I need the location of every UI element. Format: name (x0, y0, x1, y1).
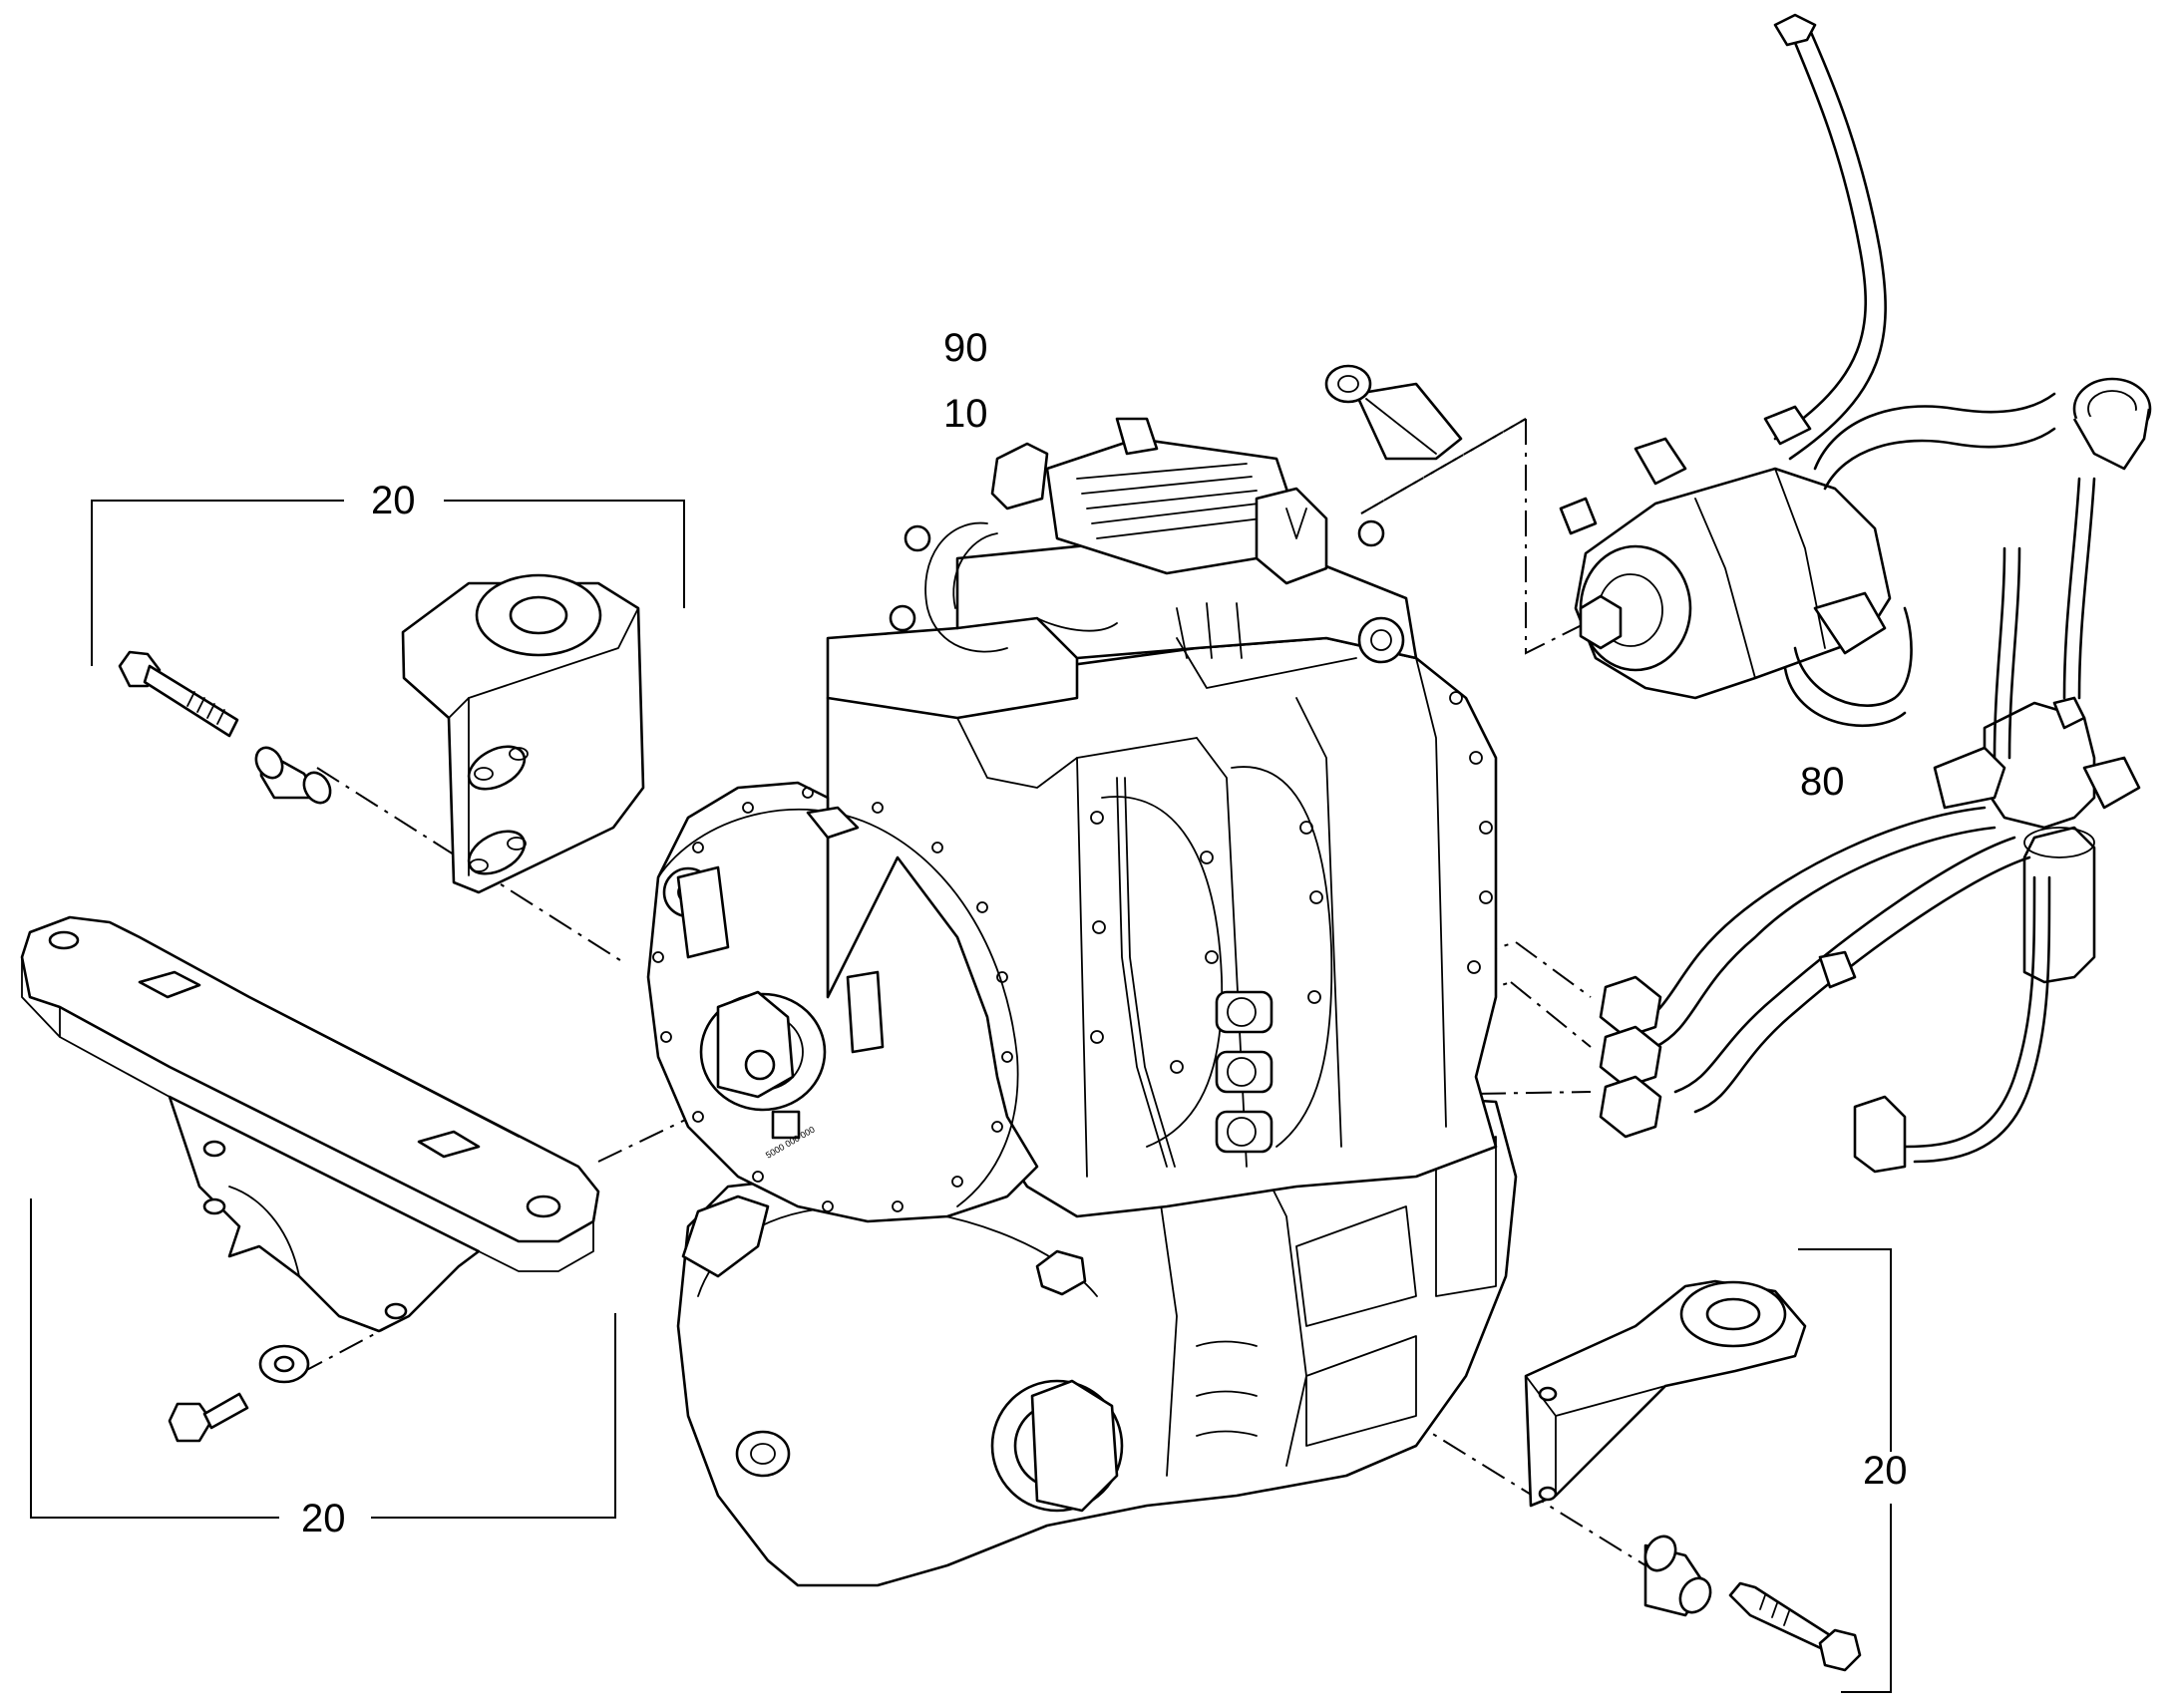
callout-10[interactable]: 10 (943, 392, 988, 436)
bracket-group-bottom-left (30, 1198, 616, 1519)
bolt-upper-left[interactable] (118, 650, 239, 738)
bracket-group-right (1798, 1248, 1892, 1693)
callout-20-top-left[interactable]: 20 (371, 479, 416, 522)
bolt-lower-left[interactable] (168, 1392, 249, 1443)
hydraulic-pump[interactable] (1559, 13, 2152, 728)
spacer-sleeve-lower-right[interactable] (1639, 1531, 1716, 1617)
housing-bolts (1090, 691, 1493, 1074)
converter-bolts (652, 787, 1013, 1212)
support-plate-lower-left[interactable] (20, 915, 600, 1333)
mounting-bracket-upper-left[interactable] (401, 573, 645, 894)
hydraulic-ports (1215, 990, 1273, 1154)
callout-20-right[interactable]: 20 (1863, 1449, 1908, 1493)
callout-20-bottom-left[interactable]: 20 (301, 1497, 346, 1540)
name-plate (771, 1110, 801, 1140)
washer-lower-left[interactable] (258, 1344, 310, 1384)
filter-assembly[interactable] (1933, 696, 2141, 984)
callout-80[interactable]: 80 (1800, 760, 1845, 804)
bolt-lower-right[interactable] (1728, 1581, 1862, 1672)
transmission-assembly[interactable]: 5000 000 000 (646, 417, 1518, 1587)
pump-drive-shaft[interactable] (1324, 364, 1463, 461)
spacer-sleeve-upper-left[interactable] (251, 743, 336, 808)
bracket-group-top-left (91, 500, 685, 666)
hose-assembly[interactable] (1599, 477, 2096, 1174)
callout-90[interactable]: 90 (943, 326, 988, 370)
mounting-bracket-lower-right[interactable] (1524, 1279, 1807, 1508)
